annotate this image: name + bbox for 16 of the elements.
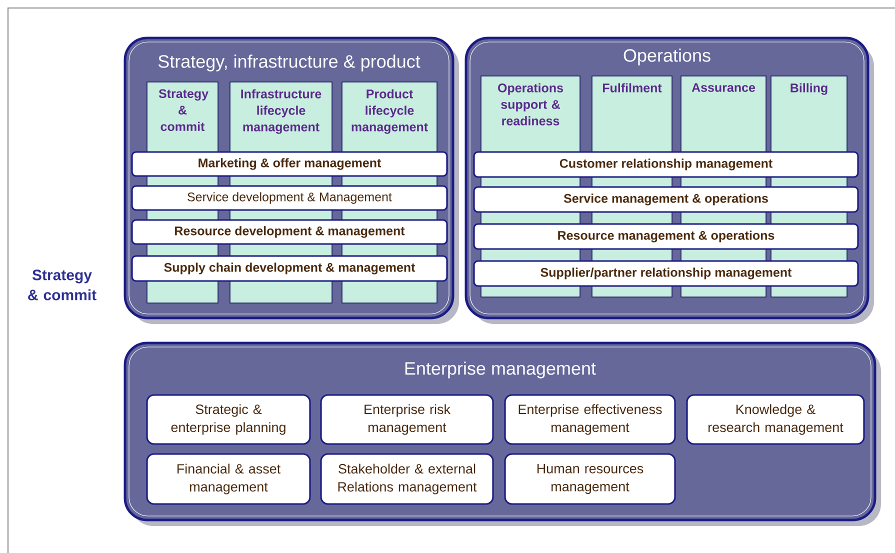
- process-band: Marketing & offer management: [131, 151, 448, 177]
- process-band: Supply chain development & management: [131, 255, 448, 282]
- process-band: Resource management & operations: [473, 223, 859, 250]
- process-box: Enterprise risk management: [320, 394, 494, 445]
- process-band: Supplier/partner relationship management: [473, 260, 859, 287]
- process-box: Financial & asset management: [146, 453, 311, 505]
- process-band: Customer relationship management: [473, 151, 859, 178]
- process-box: Strategic & enterprise planning: [146, 394, 311, 445]
- process-box: Enterprise effectiveness management: [504, 394, 676, 445]
- process-band: Resource development & management: [131, 219, 448, 245]
- side-label: Strategy & commit: [28, 270, 96, 300]
- process-box: Stakeholder & external Relations management: [320, 453, 494, 505]
- process-band: Service management & operations: [473, 186, 859, 213]
- process-box: Knowledge & research management: [686, 394, 865, 445]
- process-band: Service development & Management: [131, 185, 448, 211]
- process-box: Human resources management: [504, 453, 676, 505]
